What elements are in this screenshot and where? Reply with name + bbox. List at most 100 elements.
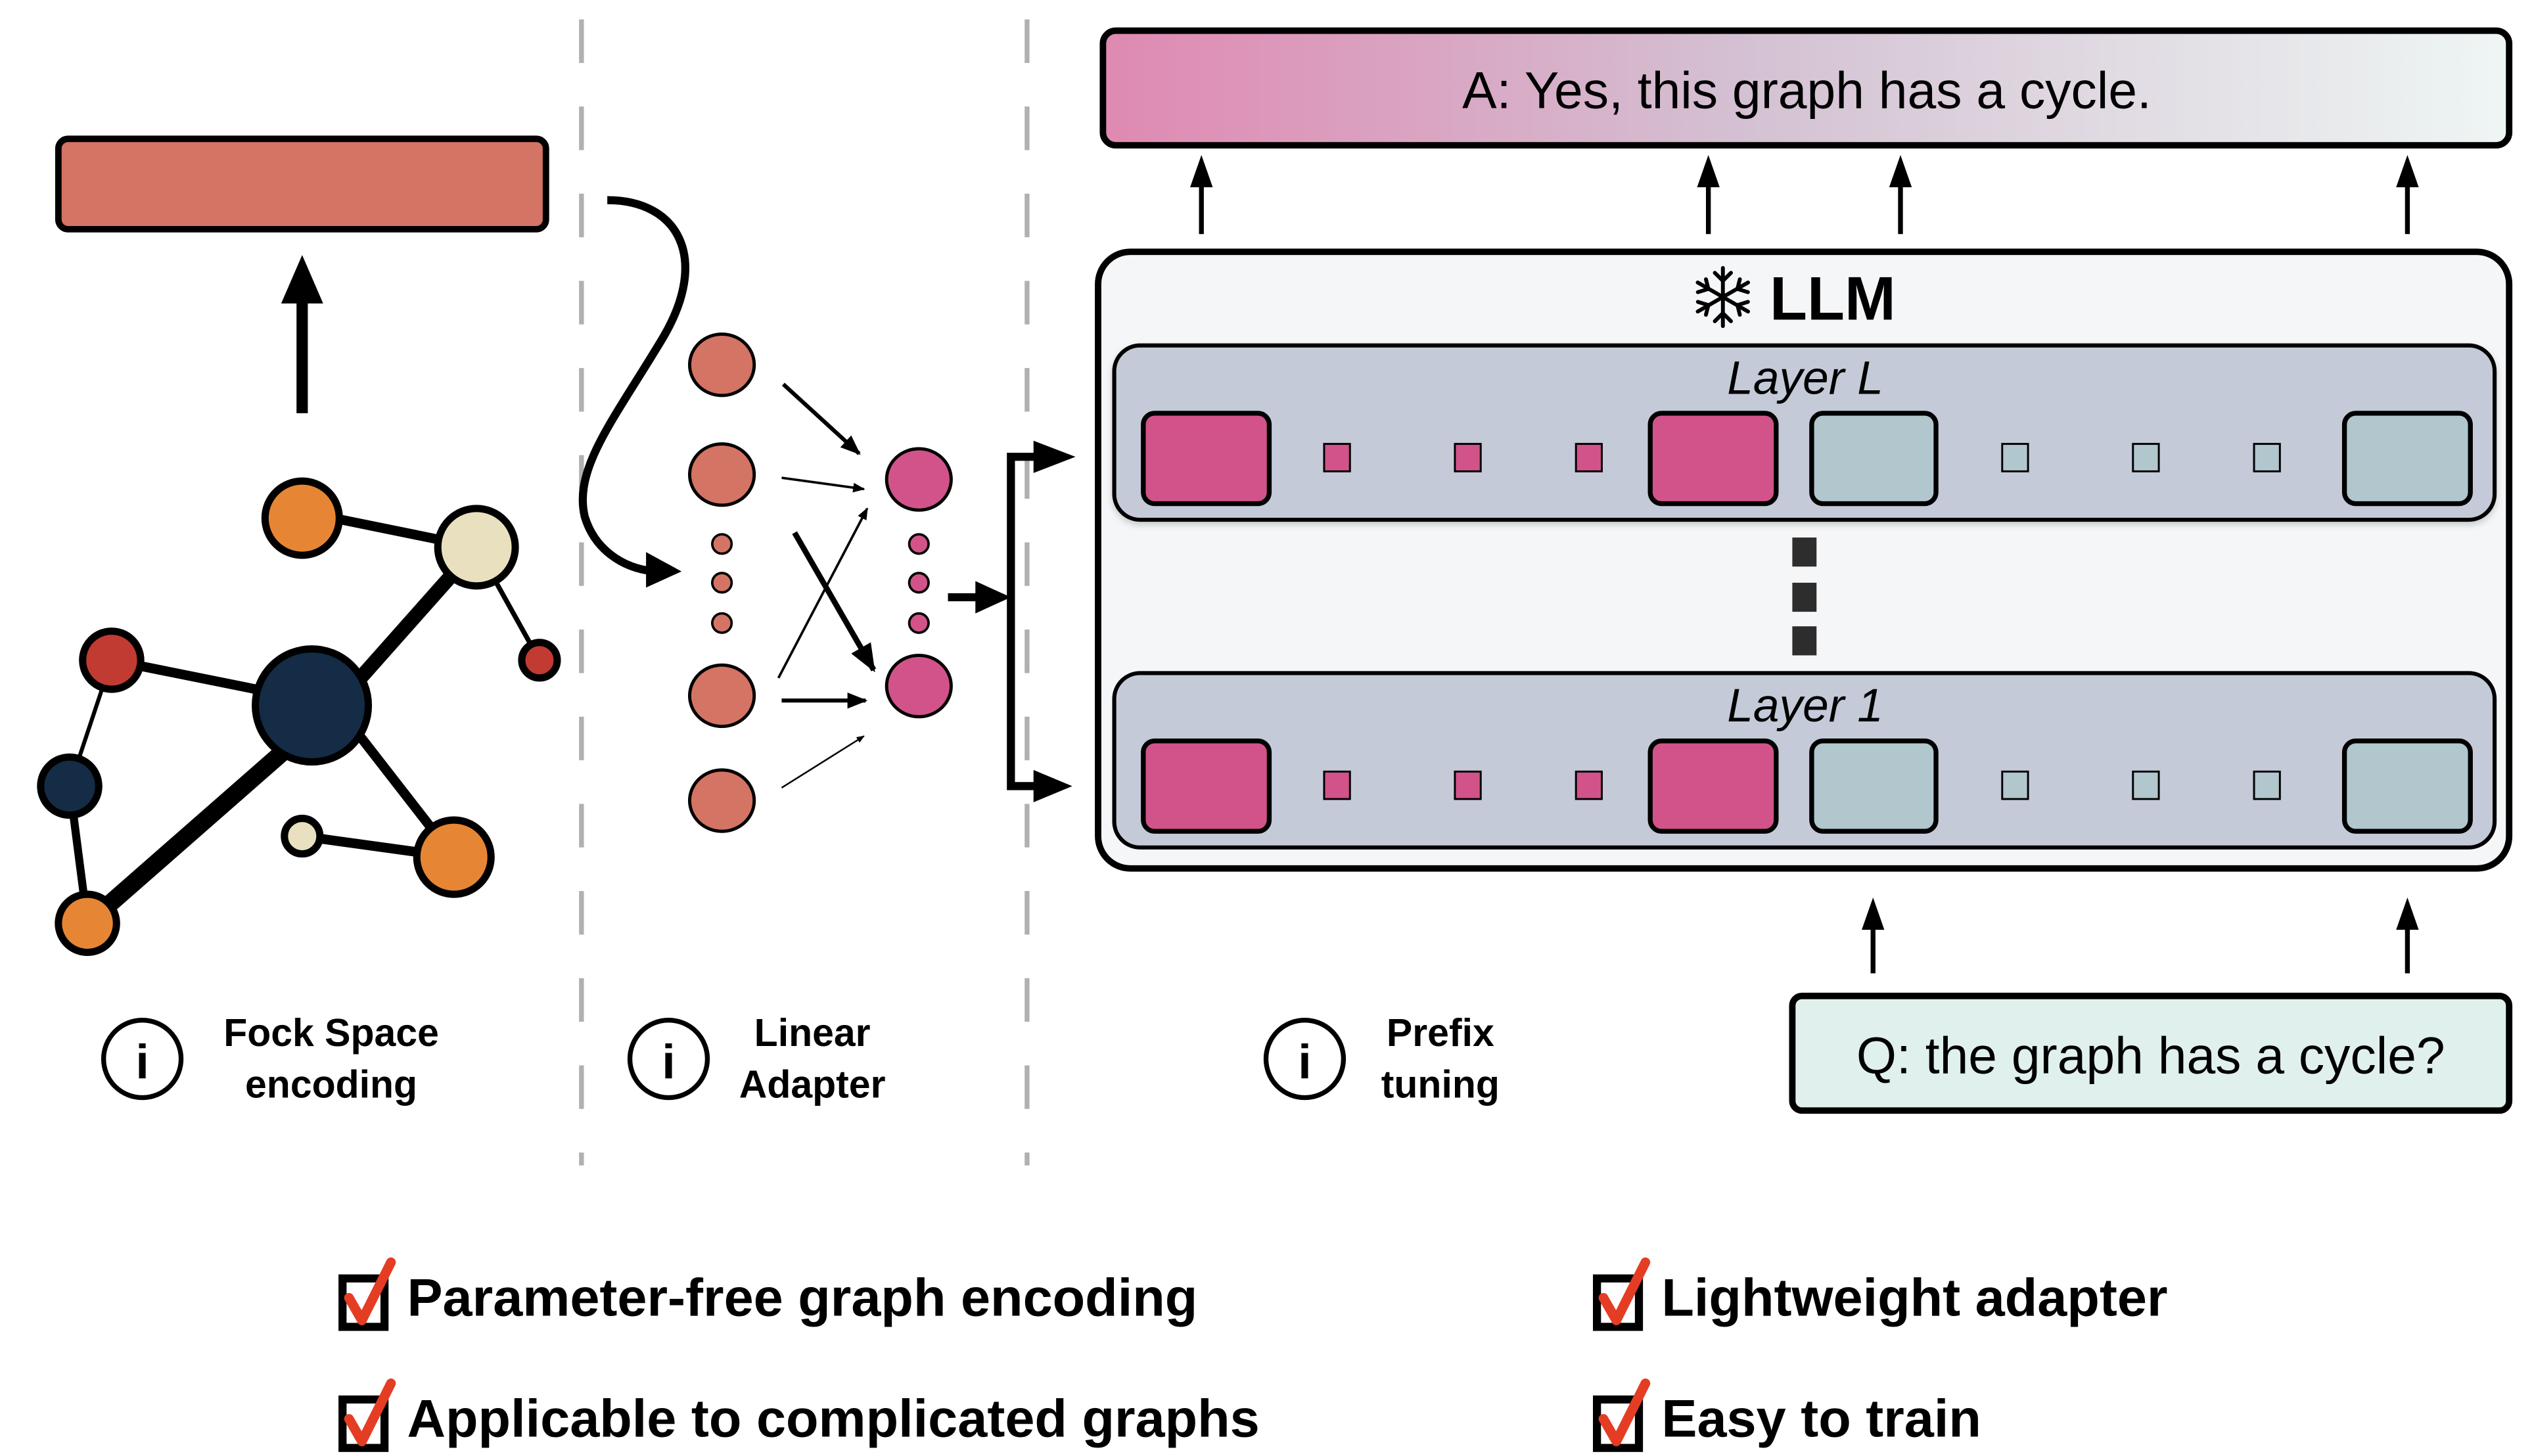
graph-node <box>252 645 373 766</box>
prefix-token <box>1141 411 1272 507</box>
info-icon-glyph: i <box>135 1034 149 1089</box>
layer-top-label: Layer L <box>1727 352 1883 404</box>
llm-title-text: LLM <box>1770 263 1896 332</box>
graph-node <box>55 890 120 957</box>
adapter-output-neuron <box>885 447 953 512</box>
layer-bottom <box>1112 671 2497 850</box>
encoding-to-adapter-arrow <box>578 196 689 576</box>
layer-top <box>1112 343 2497 522</box>
encoding-label-line1: Fock Space <box>223 1012 439 1055</box>
graph-node <box>37 753 103 819</box>
checkbox-checked-icon <box>1592 1257 1651 1331</box>
prefix-token-small <box>1323 443 1351 472</box>
answer-text: A: Yes, this graph has a cycle. <box>1462 62 2152 120</box>
adapter-weight-arrow <box>781 476 865 493</box>
adapter-weight-arrow <box>777 507 869 679</box>
text-token <box>2341 738 2473 834</box>
prefix-token-small <box>1454 443 1482 472</box>
benefit-text: Parameter-free graph encoding <box>407 1268 1198 1327</box>
adapter-output-dot <box>908 533 930 555</box>
text-token <box>2341 411 2473 507</box>
text-token <box>1809 411 1939 507</box>
adapter-input-neuron <box>687 332 756 398</box>
benefit-text: Applicable to complicated graphs <box>407 1390 1260 1449</box>
llm-section: A: Yes, this graph has a cycle. LLM <box>1095 27 2513 1114</box>
encoding-to-adapter-arrowhead <box>646 552 682 588</box>
info-icon-glyph: i <box>1298 1034 1311 1089</box>
adapter-input-dot <box>710 572 733 594</box>
layer-ellipsis <box>1792 537 1817 656</box>
adapter-input-neuron <box>687 442 756 507</box>
layer-top-tokens <box>1141 411 2473 507</box>
llm-input-arrows <box>1862 897 2419 974</box>
prefix-token <box>1647 411 1779 507</box>
benefits-list: Parameter-free graph encoding Applicable… <box>338 1257 2168 1452</box>
encoding-label-line2: encoding <box>245 1064 417 1106</box>
input-graph <box>37 477 561 957</box>
benefit-item: Easy to train <box>1592 1378 1981 1452</box>
adapter-label-line1: Linear <box>754 1012 871 1055</box>
text-token-small <box>2001 770 2029 800</box>
graph-node <box>261 477 343 559</box>
checkbox-checked-icon <box>338 1257 396 1331</box>
text-token-small <box>2001 443 2029 472</box>
checkbox-checked-icon <box>1592 1378 1651 1452</box>
benefit-item: Lightweight adapter <box>1592 1257 2168 1331</box>
adapter-section: i Linear Adapter <box>578 196 1076 1106</box>
encoding-info[interactable]: i Fock Space encoding <box>101 1012 439 1106</box>
graph-node <box>434 505 519 590</box>
graph-node <box>79 627 145 693</box>
prefix-token <box>1647 738 1779 834</box>
layer-box <box>1112 671 2497 850</box>
text-token-small <box>2253 770 2281 800</box>
info-icon-glyph: i <box>662 1034 675 1089</box>
adapter-info[interactable]: i Linear Adapter <box>627 1012 886 1106</box>
benefit-text: Easy to train <box>1661 1390 1981 1449</box>
encoding-up-arrow <box>281 255 323 413</box>
adapter-to-llm-connector <box>948 440 1076 803</box>
snowflake-icon <box>1695 265 1751 329</box>
prefix-token-small <box>1454 770 1482 800</box>
adapter-output-neuron <box>885 653 953 719</box>
question-box <box>1789 992 2513 1114</box>
benefit-text: Lightweight adapter <box>1661 1268 2167 1327</box>
info-icon[interactable] <box>1263 1017 1347 1101</box>
text-token-small <box>2132 443 2160 472</box>
layer-bottom-tokens <box>1141 738 2473 834</box>
adapter-weight-arrow <box>792 531 877 673</box>
prefix-token-small <box>1575 443 1603 472</box>
text-token-small <box>2253 443 2281 472</box>
graph-node <box>281 815 324 858</box>
graph-node <box>518 639 561 682</box>
text-token-small <box>2132 770 2160 800</box>
prefix-label-line2: tuning <box>1381 1064 1500 1106</box>
prefix-token <box>1141 738 1272 834</box>
layer-box <box>1112 343 2497 522</box>
adapter-label-line2: Adapter <box>739 1064 886 1106</box>
encoding-vector-bar <box>55 135 549 233</box>
prefix-info[interactable]: i Prefix tuning <box>1263 1012 1500 1106</box>
layer-bottom-label: Layer 1 <box>1727 680 1883 732</box>
prefix-token-small <box>1575 770 1603 800</box>
adapter-weight-arrow <box>781 735 865 788</box>
adapter-output-dot <box>908 612 930 634</box>
info-icon[interactable] <box>627 1017 710 1101</box>
prefix-token-small <box>1323 770 1351 800</box>
adapter-input-dot <box>710 612 733 634</box>
llm-output-arrows <box>1190 154 2419 235</box>
benefit-item: Applicable to complicated graphs <box>338 1378 1260 1452</box>
llm-title: LLM <box>1695 263 1896 332</box>
graph-node <box>413 816 495 898</box>
prefix-label-line1: Prefix <box>1387 1012 1494 1055</box>
adapter-output-dot <box>908 572 930 594</box>
question-text: Q: the graph has a cycle? <box>1856 1027 2445 1085</box>
adapter-weight-arrow <box>781 382 861 455</box>
encoding-section: i Fock Space encoding <box>37 135 561 1106</box>
answer-box <box>1099 27 2513 149</box>
info-icon[interactable] <box>101 1017 184 1101</box>
adapter-input-dot <box>710 533 733 555</box>
adapter-input-neuron <box>687 768 756 833</box>
benefit-item: Parameter-free graph encoding <box>338 1257 1198 1331</box>
checkbox-checked-icon <box>338 1378 396 1452</box>
